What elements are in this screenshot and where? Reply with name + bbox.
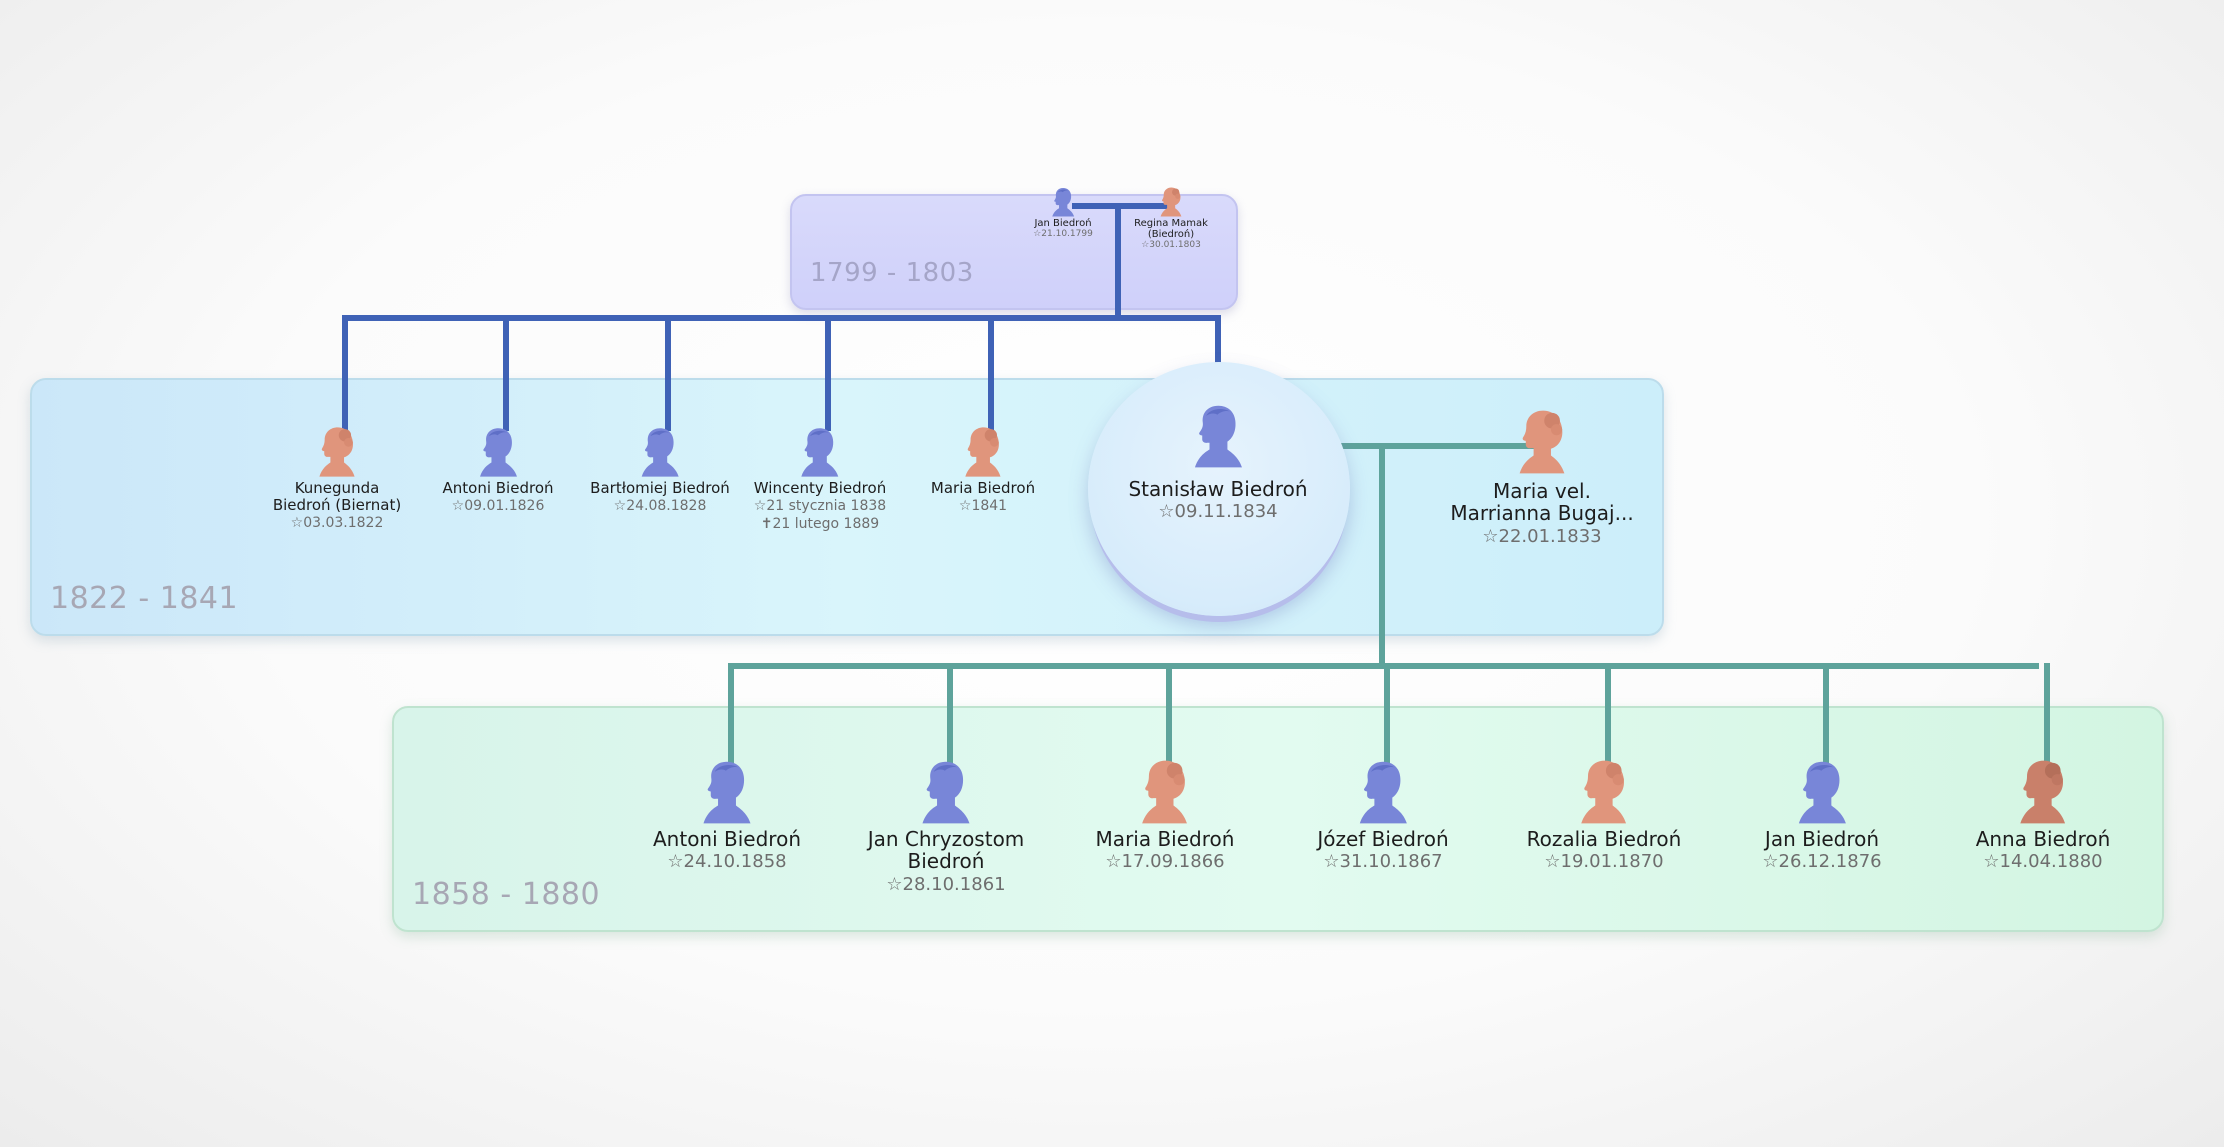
person-name: Jan Chryzostom Biedroń <box>867 827 1025 874</box>
birth-date: ☆21.10.1799 <box>1033 229 1093 240</box>
male-silhouette-icon <box>918 756 974 828</box>
person-name: Antoni Biedroń <box>653 827 801 851</box>
male-silhouette-icon <box>798 424 842 480</box>
birth-date: ☆14.04.1880 <box>1983 851 2103 873</box>
male-silhouette-icon <box>1794 756 1850 828</box>
female-silhouette-icon <box>2015 756 2071 828</box>
generation-band-3: 1858 - 1880 <box>392 706 2164 932</box>
death-date: ✝21 lutego 1889 <box>760 515 880 532</box>
birth-date: ☆09.01.1826 <box>451 497 545 514</box>
birth-date: ☆30.01.1803 <box>1141 240 1201 251</box>
person-card-sibling[interactable]: Bartłomiej Biedroń ☆24.08.1828 <box>590 424 730 515</box>
generation-label: 1822 - 1841 <box>50 581 239 616</box>
person-name: Maria Biedroń <box>930 479 1036 497</box>
person-name: Regina Mamak (Biedroń) <box>1134 218 1208 241</box>
person-card-child[interactable]: Anna Biedroń ☆14.04.1880 <box>1975 756 2111 874</box>
birth-date: ☆09.11.1834 <box>1158 501 1278 523</box>
birth-date: ☆22.01.1833 <box>1482 525 1602 547</box>
person-card-sibling[interactable]: Kunegunda Biedroń (Biernat) ☆03.03.1822 <box>267 424 407 532</box>
person-name: Kunegunda Biedroń (Biernat) <box>272 479 402 514</box>
birth-date: ☆1841 <box>958 497 1008 514</box>
generation-label: 1858 - 1880 <box>412 877 601 912</box>
person-name: Antoni Biedroń <box>442 479 554 497</box>
person-name: Jan Biedroń <box>1764 827 1880 851</box>
focus-person-highlight <box>1088 362 1350 616</box>
person-card-child[interactable]: Rozalia Biedroń ☆19.01.1870 <box>1526 756 1682 874</box>
male-silhouette-icon <box>476 424 520 480</box>
person-card-focus[interactable]: Stanisław Biedroń ☆09.11.1834 <box>1128 400 1308 524</box>
female-silhouette-icon <box>1158 186 1184 218</box>
female-silhouette-icon <box>1514 406 1570 478</box>
male-silhouette-icon <box>1190 400 1246 472</box>
person-name: Maria vel. Marrianna Bugaj... <box>1450 479 1634 526</box>
birth-date: ☆24.08.1828 <box>613 497 707 514</box>
male-silhouette-icon <box>699 756 755 828</box>
birth-date: ☆24.10.1858 <box>667 851 787 873</box>
person-card-child[interactable]: Józef Biedroń ☆31.10.1867 <box>1317 756 1449 874</box>
female-silhouette-icon <box>1576 756 1632 828</box>
person-card-child[interactable]: Jan Chryzostom Biedroń ☆28.10.1861 <box>856 756 1036 896</box>
person-card-child[interactable]: Maria Biedroń ☆17.09.1866 <box>1095 756 1235 874</box>
male-silhouette-icon <box>1050 186 1076 218</box>
male-silhouette-icon <box>638 424 682 480</box>
generation-label: 1799 - 1803 <box>810 258 974 288</box>
person-card-spouse[interactable]: Maria vel. Marrianna Bugaj... ☆22.01.183… <box>1447 406 1637 548</box>
person-card-sibling[interactable]: Antoni Biedroń ☆09.01.1826 <box>443 424 554 515</box>
female-silhouette-icon <box>961 424 1005 480</box>
person-name: Bartłomiej Biedroń <box>590 479 730 497</box>
person-card-sibling[interactable]: Maria Biedroń ☆1841 <box>931 424 1035 515</box>
birth-date: ☆19.01.1870 <box>1544 851 1664 873</box>
male-silhouette-icon <box>1355 756 1411 828</box>
person-name: Stanisław Biedroń <box>1128 477 1308 501</box>
person-name: Józef Biedroń <box>1317 827 1449 851</box>
birth-date: ☆21 stycznia 1838 <box>753 497 887 514</box>
person-card-sibling[interactable]: Wincenty Biedroń ☆21 stycznia 1838 ✝21 l… <box>754 424 886 533</box>
person-name: Jan Biedroń <box>1034 218 1092 229</box>
person-card-child[interactable]: Antoni Biedroń ☆24.10.1858 <box>653 756 801 874</box>
birth-date: ☆17.09.1866 <box>1105 851 1225 873</box>
person-name: Anna Biedroń <box>1975 827 2111 851</box>
birth-date: ☆28.10.1861 <box>886 873 1006 895</box>
person-name: Maria Biedroń <box>1095 827 1235 851</box>
generation-band-2: 1822 - 1841 <box>30 378 1664 636</box>
birth-date: ☆26.12.1876 <box>1762 851 1882 873</box>
birth-date: ☆03.03.1822 <box>290 514 384 531</box>
person-card-mother[interactable]: Regina Mamak (Biedroń) ☆30.01.1803 <box>1131 186 1211 252</box>
person-card-child[interactable]: Jan Biedroń ☆26.12.1876 <box>1762 756 1882 874</box>
female-silhouette-icon <box>1137 756 1193 828</box>
person-card-father[interactable]: Jan Biedroń ☆21.10.1799 <box>1033 186 1093 241</box>
person-name: Rozalia Biedroń <box>1526 827 1682 851</box>
person-name: Wincenty Biedroń <box>753 479 887 497</box>
birth-date: ☆31.10.1867 <box>1323 851 1443 873</box>
female-silhouette-icon <box>315 424 359 480</box>
